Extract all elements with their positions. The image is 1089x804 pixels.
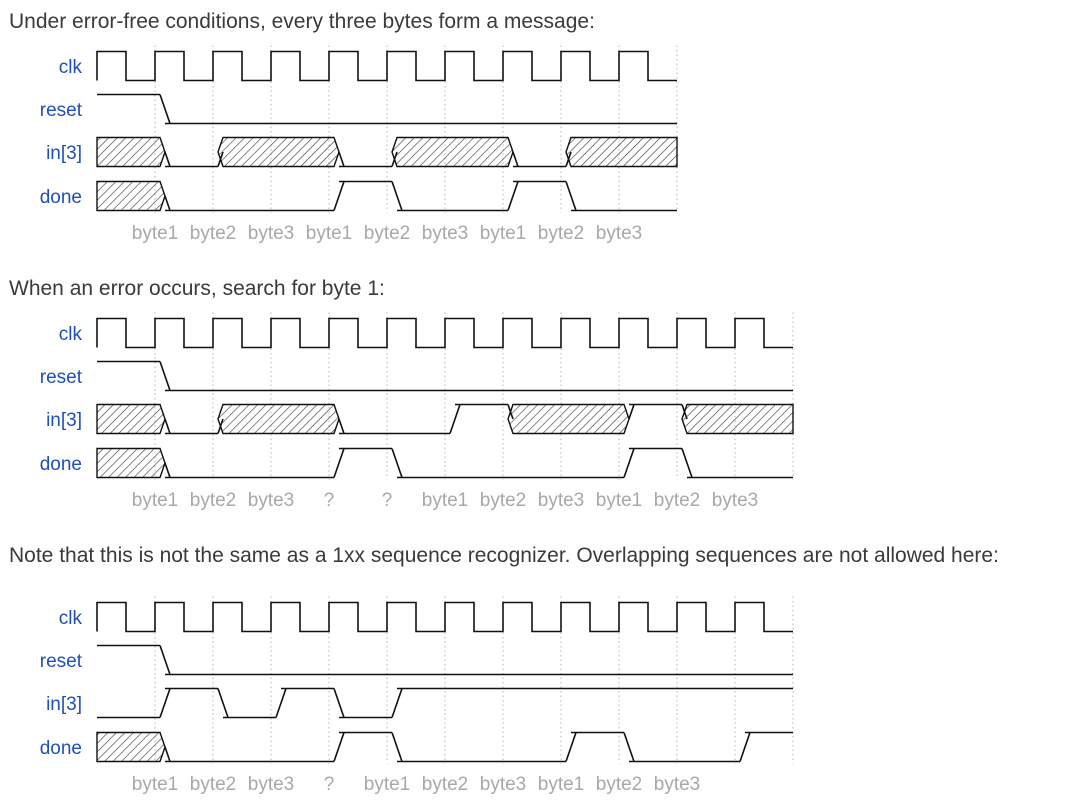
in3-unknown-region	[681, 403, 794, 435]
byte-label: byte1	[132, 223, 178, 244]
done-transition	[333, 181, 345, 211]
byte-label: byte3	[480, 774, 526, 795]
byte-label: byte2	[190, 223, 236, 244]
done-transition	[164, 195, 171, 211]
timing-diagram-2: clk reset in[3] done byte1 byte2 byte3?? byte1 b…	[40, 312, 794, 511]
in3-transition	[217, 688, 229, 718]
signal-label-in3: in[3]	[46, 143, 82, 164]
done-unknown-region	[96, 731, 166, 763]
reset-transition	[159, 94, 171, 124]
byte-label: byte2	[190, 490, 236, 511]
byte-label: byte1	[306, 223, 352, 244]
signal-label-done: done	[40, 738, 82, 759]
in3-unknown-region	[96, 136, 166, 168]
done-transition	[164, 746, 171, 762]
byte-label: byte2	[422, 774, 468, 795]
signal-label-done: done	[40, 187, 82, 208]
byte-label: byte2	[538, 223, 584, 244]
in3-unknown-region	[507, 403, 630, 435]
in3-transition	[512, 151, 519, 167]
byte-label: byte3	[712, 490, 758, 511]
in3-unknown-region	[391, 136, 514, 168]
byte-label: byte3	[654, 774, 700, 795]
in3-transition	[628, 404, 635, 420]
done-transition	[681, 448, 693, 478]
byte-label: byte2	[190, 774, 236, 795]
byte-label: byte3	[248, 223, 294, 244]
byte-label: byte3	[248, 490, 294, 511]
diagram-3-heading: Note that this is not the same as a 1xx …	[9, 544, 999, 567]
byte-label: byte1	[422, 490, 468, 511]
byte-label: byte1	[132, 774, 178, 795]
byte-label: byte3	[422, 223, 468, 244]
byte-label: byte1	[364, 774, 410, 795]
diagram-1-heading: Under error-free conditions, every three…	[9, 10, 595, 33]
signal-label-reset: reset	[40, 367, 83, 388]
in3-unknown-region	[217, 136, 340, 168]
done-transition	[333, 732, 345, 762]
done-transition	[391, 181, 403, 211]
in3-unknown-region	[96, 403, 166, 435]
done-unknown-region	[96, 447, 166, 479]
clk-waveform	[96, 317, 793, 349]
byte-label: byte2	[364, 223, 410, 244]
done-transition	[391, 448, 403, 478]
byte-label: byte2	[480, 490, 526, 511]
byte-label: byte3	[538, 490, 584, 511]
done-transition	[565, 732, 577, 762]
byte-label: byte3	[248, 774, 294, 795]
reset-transition	[159, 361, 171, 391]
clk-waveform	[96, 601, 793, 633]
byte-label: byte1	[132, 490, 178, 511]
in3-unknown-region	[565, 136, 678, 168]
in3-transition	[391, 688, 403, 718]
done-transition	[333, 448, 345, 478]
done-transition	[507, 181, 519, 211]
done-transition	[623, 732, 635, 762]
in3-transition	[159, 688, 171, 718]
done-transition	[391, 732, 403, 762]
clk-waveform	[96, 50, 677, 82]
signal-label-reset: reset	[40, 651, 83, 672]
in3-unknown-region	[217, 403, 340, 435]
done-transition	[623, 448, 635, 478]
signal-label-done: done	[40, 454, 82, 475]
reset-transition	[159, 645, 171, 675]
byte-label: ?	[382, 490, 393, 511]
timing-diagram-1: clk reset in[3] done byte1 byte2 byte3 byte1 byt…	[40, 45, 678, 244]
signal-label-reset: reset	[40, 100, 83, 121]
in3-transition	[164, 151, 171, 167]
timing-diagram-3: clk reset in[3] done byte1 byte2 byte3? byte1 by…	[40, 596, 794, 795]
in3-transition	[338, 418, 345, 434]
byte-label: byte1	[596, 490, 642, 511]
signal-label-clk: clk	[59, 608, 83, 629]
signal-label-in3: in[3]	[46, 410, 82, 431]
done-transition	[164, 462, 171, 478]
in3-transition	[333, 688, 345, 718]
byte-label: byte3	[596, 223, 642, 244]
done-transition	[565, 181, 577, 211]
byte-label: byte2	[654, 490, 700, 511]
signal-label-clk: clk	[59, 324, 83, 345]
in3-transition	[449, 404, 461, 434]
signal-label-in3: in[3]	[46, 694, 82, 715]
signal-label-clk: clk	[59, 57, 83, 78]
byte-label: byte2	[596, 774, 642, 795]
byte-label: ?	[324, 490, 335, 511]
byte-label: ?	[324, 774, 335, 795]
done-transition	[739, 732, 751, 762]
diagram-2-heading: When an error occurs, search for byte 1:	[9, 277, 385, 300]
byte-label: byte1	[538, 774, 584, 795]
done-unknown-region	[96, 180, 166, 212]
in3-transition	[338, 151, 345, 167]
in3-transition	[164, 418, 171, 434]
in3-transition	[275, 688, 287, 718]
byte-label: byte1	[480, 223, 526, 244]
